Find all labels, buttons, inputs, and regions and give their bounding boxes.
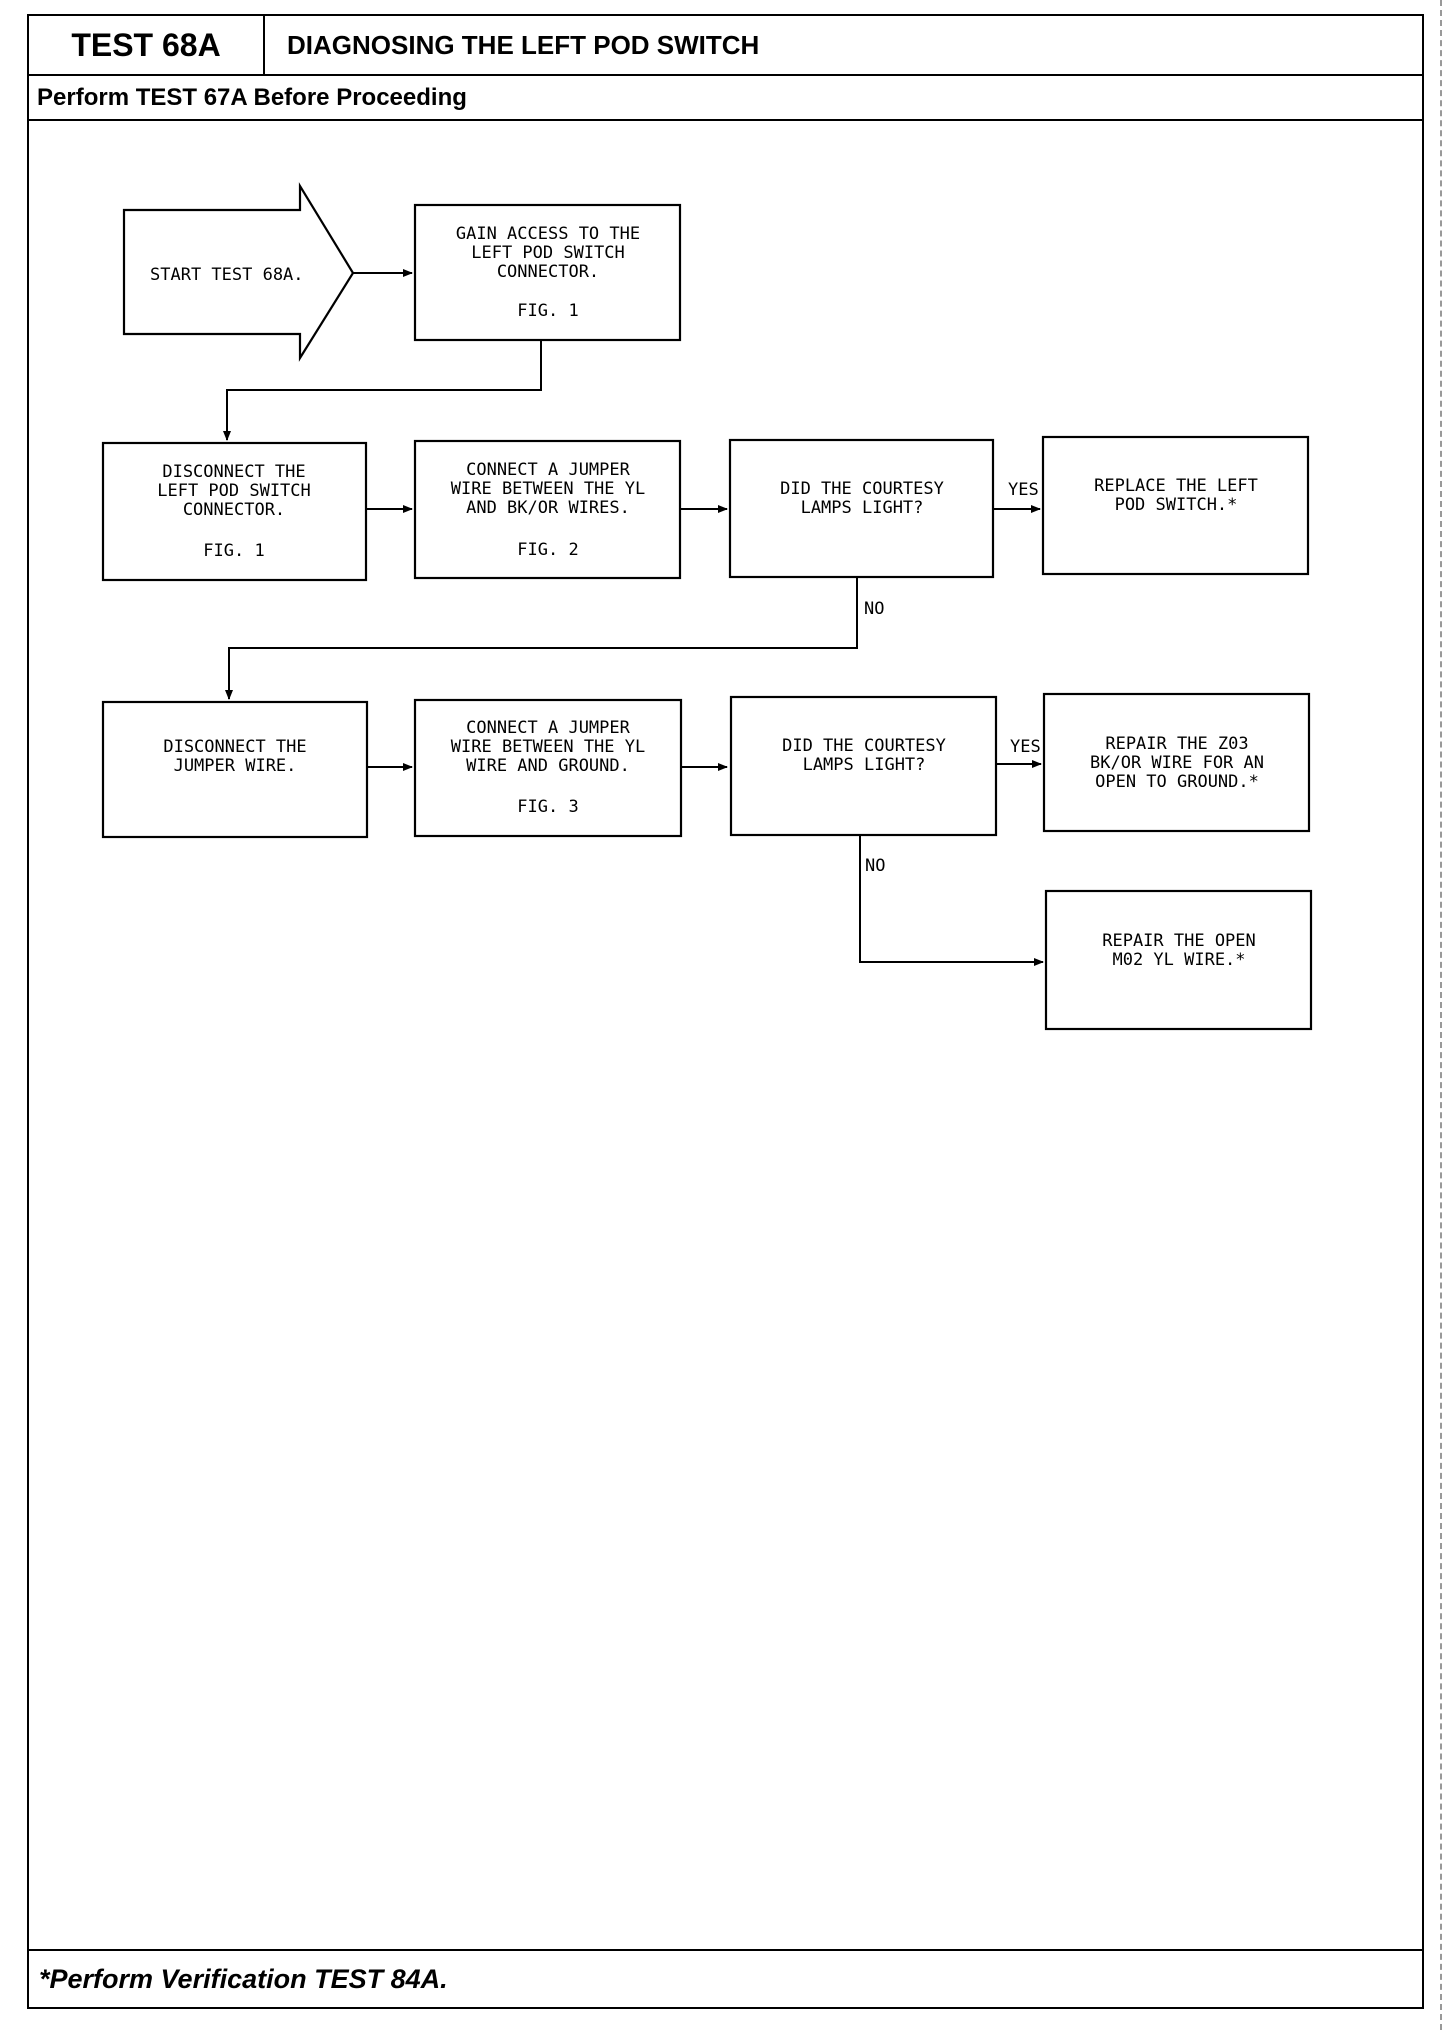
disconnect-jumper-step: DISCONNECT THE JUMPER WIRE. bbox=[101, 700, 369, 839]
replace-switch-line-2: POD SWITCH.* bbox=[1115, 495, 1238, 515]
jumper-yl-bkor-fig: FIG. 2 bbox=[517, 540, 578, 560]
yes-label-1: YES bbox=[1008, 480, 1039, 500]
jumper-yl-bkor-step: CONNECT A JUMPER WIRE BETWEEN THE YL AND… bbox=[413, 439, 682, 580]
disconnect-connector-box bbox=[101, 441, 368, 582]
jumper-yl-ground-line-2: WIRE BETWEEN THE YL bbox=[451, 737, 645, 757]
page-title: DIAGNOSING THE LEFT POD SWITCH bbox=[265, 16, 1422, 76]
prerequisite-note: Perform TEST 67A Before Proceeding bbox=[29, 76, 1422, 121]
decision-2: DID THE COURTESY LAMPS LIGHT? bbox=[729, 695, 998, 837]
decision-2-line-2: LAMPS LIGHT? bbox=[803, 755, 926, 775]
gain-access-step: GAIN ACCESS TO THE LEFT POD SWITCH CONNE… bbox=[413, 203, 682, 342]
disconnect-connector-fig: FIG. 1 bbox=[203, 541, 264, 561]
disconnect-connector-step: DISCONNECT THE LEFT POD SWITCH CONNECTOR… bbox=[101, 441, 368, 582]
decision-2-box bbox=[729, 695, 998, 837]
repair-z03-line-3: OPEN TO GROUND.* bbox=[1095, 772, 1259, 792]
arrow-decision2-no bbox=[859, 835, 1044, 966]
arrow-decision1-no bbox=[225, 577, 858, 700]
disconnect-jumper-line-1: DISCONNECT THE bbox=[163, 737, 306, 757]
repair-m02-line-1: REPAIR THE OPEN bbox=[1102, 931, 1256, 951]
jumper-yl-bkor-box bbox=[413, 439, 682, 580]
decision-1-box bbox=[728, 438, 995, 579]
gain-access-line-1: GAIN ACCESS TO THE bbox=[456, 224, 640, 244]
jumper-yl-ground-fig: FIG. 3 bbox=[517, 797, 578, 817]
disconnect-jumper-line-2: JUMPER WIRE. bbox=[174, 756, 297, 776]
disconnect-connector-line-1: DISCONNECT THE bbox=[162, 462, 305, 482]
verification-footer: *Perform Verification TEST 84A. bbox=[29, 1949, 1422, 2007]
start-arrow-shape bbox=[122, 182, 355, 362]
no-label-1: NO bbox=[864, 599, 884, 619]
start-label: START TEST 68A. bbox=[150, 265, 304, 285]
gain-access-line-2: LEFT POD SWITCH bbox=[471, 243, 625, 263]
jumper-yl-ground-step: CONNECT A JUMPER WIRE BETWEEN THE YL WIR… bbox=[413, 698, 683, 838]
decision-1-line-1: DID THE COURTESY bbox=[780, 479, 944, 499]
decision-2-line-1: DID THE COURTESY bbox=[782, 736, 946, 756]
start-node: START TEST 68A. bbox=[122, 182, 355, 362]
gain-access-line-3: CONNECTOR. bbox=[497, 262, 599, 282]
decision-1: DID THE COURTESY LAMPS LIGHT? bbox=[728, 438, 995, 579]
repair-m02-result: REPAIR THE OPEN M02 YL WIRE.* bbox=[1044, 889, 1313, 1031]
jumper-yl-ground-line-3: WIRE AND GROUND. bbox=[466, 756, 630, 776]
disconnect-connector-line-3: CONNECTOR. bbox=[183, 500, 285, 520]
yes-label-2: YES bbox=[1010, 737, 1041, 757]
jumper-yl-ground-box bbox=[413, 698, 683, 838]
repair-z03-box bbox=[1042, 692, 1311, 833]
disconnect-connector-line-2: LEFT POD SWITCH bbox=[157, 481, 311, 501]
test-id: TEST 68A bbox=[29, 16, 265, 76]
gain-access-fig: FIG. 1 bbox=[517, 301, 578, 321]
replace-switch-line-1: REPLACE THE LEFT bbox=[1094, 476, 1258, 496]
arrow-access-to-disconnect bbox=[223, 340, 542, 441]
repair-m02-box bbox=[1044, 889, 1313, 1031]
jumper-yl-bkor-line-1: CONNECT A JUMPER bbox=[466, 460, 631, 480]
replace-switch-box bbox=[1041, 435, 1310, 576]
jumper-yl-bkor-line-3: AND BK/OR WIRES. bbox=[466, 498, 630, 518]
test-page: TEST 68A DIAGNOSING THE LEFT POD SWITCH … bbox=[27, 14, 1424, 2009]
repair-z03-line-2: BK/OR WIRE FOR AN bbox=[1090, 753, 1264, 773]
repair-m02-line-2: M02 YL WIRE.* bbox=[1112, 950, 1245, 970]
jumper-yl-ground-line-1: CONNECT A JUMPER bbox=[466, 718, 631, 738]
disconnect-jumper-box bbox=[101, 700, 369, 839]
no-label-2: NO bbox=[865, 856, 885, 876]
page-edge-dashes bbox=[1440, 0, 1442, 2030]
connectors bbox=[223, 269, 1044, 966]
decision-1-line-2: LAMPS LIGHT? bbox=[801, 498, 924, 518]
replace-switch-result: REPLACE THE LEFT POD SWITCH.* bbox=[1041, 435, 1310, 576]
gain-access-box bbox=[413, 203, 682, 342]
jumper-yl-bkor-line-2: WIRE BETWEEN THE YL bbox=[451, 479, 645, 499]
repair-z03-result: REPAIR THE Z03 BK/OR WIRE FOR AN OPEN TO… bbox=[1042, 692, 1311, 833]
repair-z03-line-1: REPAIR THE Z03 bbox=[1105, 734, 1248, 754]
